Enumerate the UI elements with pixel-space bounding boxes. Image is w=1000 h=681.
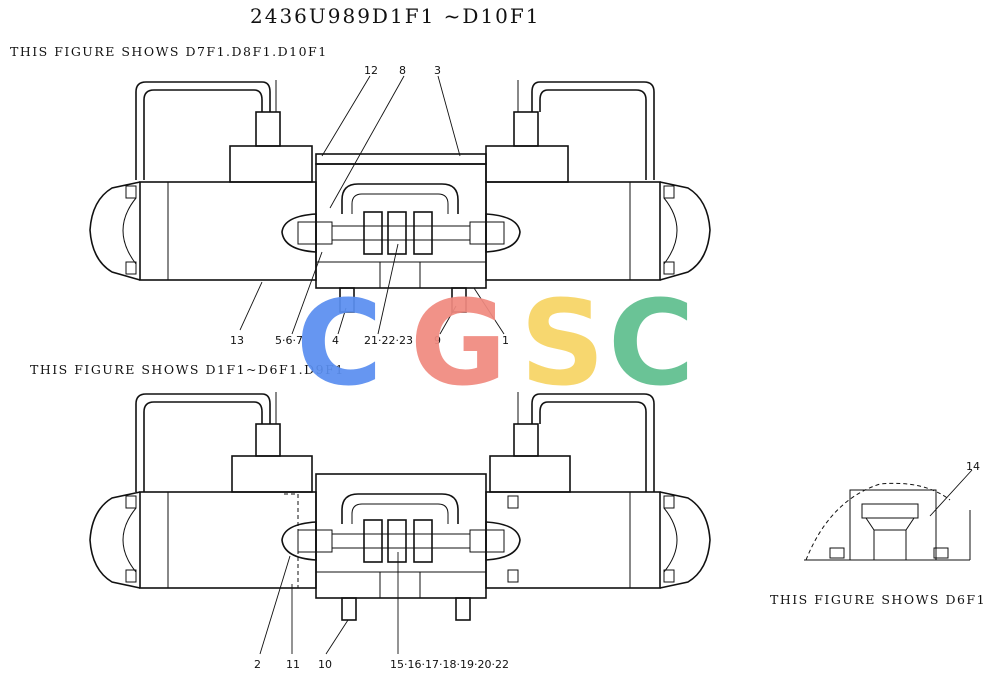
valve-top [89, 80, 711, 313]
caption-detail: THIS FIGURE SHOWS D6F1 [770, 592, 986, 607]
detail-view: 14 [804, 460, 980, 561]
leaders-top [239, 75, 505, 335]
callout-13: 13 [230, 334, 244, 347]
drawing-title: 2436U989D1F1 ~D10F1 [250, 4, 541, 28]
callout-4: 4 [332, 334, 339, 347]
callout-3: 3 [434, 64, 441, 77]
watermark-letter-s: S [520, 274, 605, 412]
callout-14: 14 [966, 460, 980, 473]
watermark-letter-c1: C [296, 274, 383, 412]
watermark-letter-c2: C [608, 274, 695, 412]
callout-2: 2 [254, 658, 261, 671]
callout-15-22: 15·16·17·18·19·20·22 [390, 658, 509, 671]
caption-top: THIS FIGURE SHOWS D7F1.D8F1.D10F1 [10, 44, 328, 59]
watermark-letter-g: G [410, 274, 507, 412]
valve-bottom [89, 392, 711, 621]
callouts-bottom: 2 11 10 15·16·17·18·19·20·22 [254, 658, 509, 671]
callout-1: 1 [502, 334, 509, 347]
callout-9: 9 [434, 334, 441, 347]
callout-5-6-7: 5·6·7 [275, 334, 303, 347]
watermark: C G S C [296, 274, 695, 412]
callout-10: 10 [318, 658, 332, 671]
callout-8: 8 [399, 64, 406, 77]
callout-12: 12 [364, 64, 378, 77]
caption-middle: THIS FIGURE SHOWS D1F1~D6F1.D9F1 [30, 362, 345, 377]
callout-21-22-23: 21·22·23 [364, 334, 413, 347]
leaders-bottom [259, 552, 399, 655]
callout-11: 11 [286, 658, 300, 671]
callouts-top: 12 8 3 13 5·6·7 4 21·22·23 9 1 [230, 64, 509, 347]
